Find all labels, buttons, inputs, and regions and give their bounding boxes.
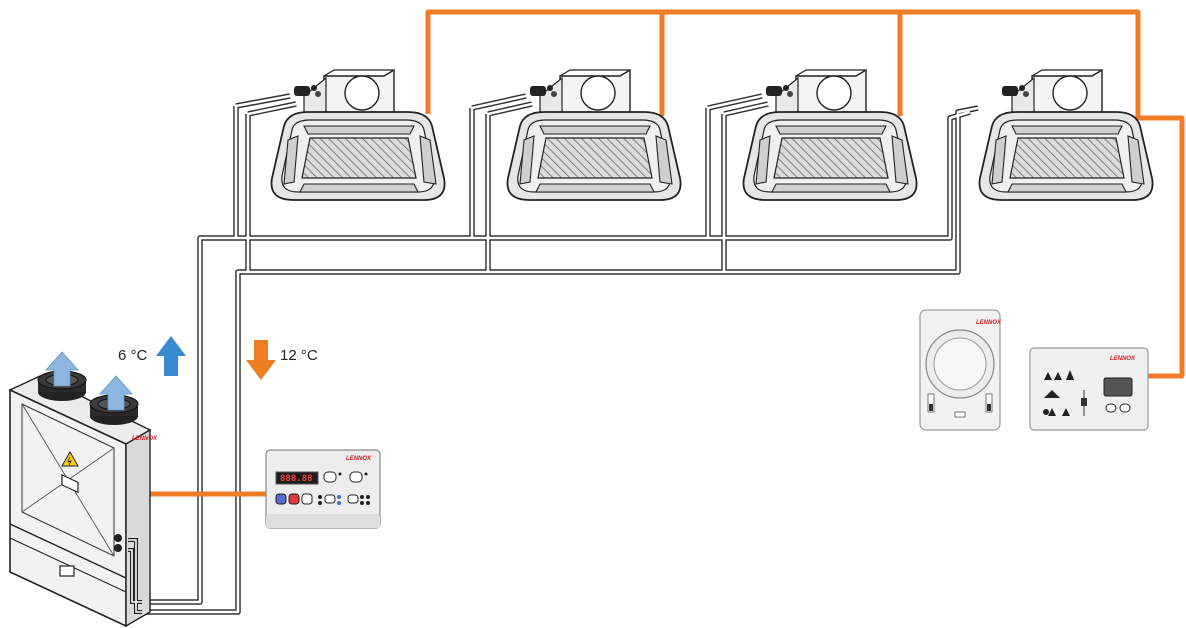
controller-down-button[interactable]: [276, 494, 286, 504]
supply-arrow-icon: [156, 336, 186, 376]
remote-panel-button[interactable]: [1120, 404, 1130, 412]
controller-display: 888.88: [280, 474, 313, 484]
chiller-controller: LENNOX 888.88: [266, 450, 380, 528]
cassette-unit-2: [507, 70, 680, 200]
controller-button[interactable]: [350, 472, 362, 482]
return-temperature-label: 12 °C: [280, 347, 318, 364]
controller-alarm-button[interactable]: [289, 494, 299, 504]
cassette-unit-4: [979, 70, 1152, 200]
thermostat-dial[interactable]: [926, 330, 994, 398]
controller-button[interactable]: [324, 472, 336, 482]
controller-set-button[interactable]: [302, 494, 312, 504]
remote-panel-brand-logo: LENNOX: [1110, 356, 1136, 362]
remote-control-panel: LENNOX: [1030, 348, 1148, 430]
thermostat-brand-logo: LENNOX: [976, 320, 1002, 326]
remote-panel-button[interactable]: [1106, 404, 1116, 412]
wall-thermostat: LENNOX: [920, 310, 1002, 430]
thermostat-switch[interactable]: [928, 394, 934, 412]
chiller-brand-logo: LENNOX: [132, 436, 158, 442]
cassette-unit-3: [743, 70, 916, 200]
cassette-unit-1: [271, 70, 444, 200]
return-arrow-icon: [246, 340, 276, 380]
controller-brand-logo: LENNOX: [346, 456, 372, 462]
supply-temperature-label: 6 °C: [118, 347, 148, 364]
thermostat-switch[interactable]: [986, 394, 992, 412]
